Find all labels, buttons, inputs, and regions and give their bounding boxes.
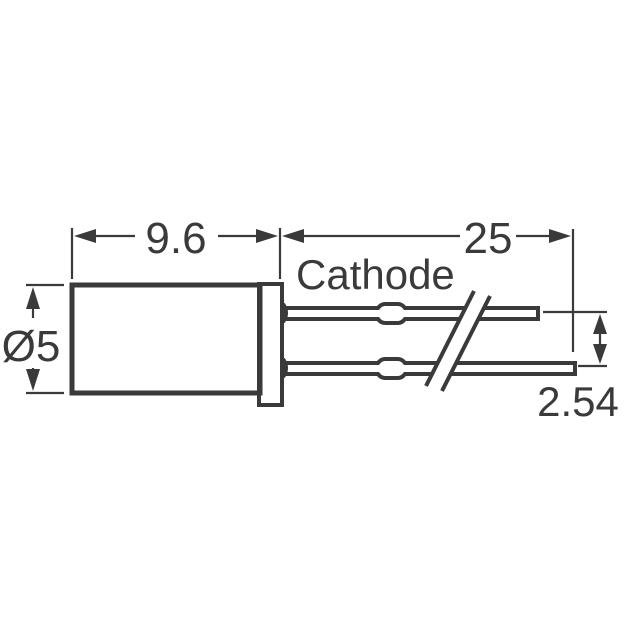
dimension-lead-length: 25 bbox=[282, 214, 575, 352]
body-length-label: 9.6 bbox=[145, 214, 206, 263]
dimension-body-length: 9.6 bbox=[70, 214, 282, 279]
body-flange bbox=[257, 282, 284, 407]
lead-length-label: 25 bbox=[464, 214, 513, 263]
dimension-body-diameter: Ø5 bbox=[2, 283, 64, 395]
anode-lead bbox=[286, 357, 577, 380]
dimension-lead-spacing: 2.54 bbox=[537, 310, 619, 425]
diameter-label: Ø5 bbox=[2, 322, 61, 371]
break-symbol bbox=[424, 290, 492, 392]
lead-seal-top bbox=[281, 302, 288, 324]
cathode-lead bbox=[286, 302, 540, 325]
body-cylinder bbox=[69, 282, 263, 396]
lead-seal-bottom bbox=[281, 357, 288, 379]
leads bbox=[286, 302, 577, 380]
component-body bbox=[69, 282, 288, 407]
cathode-label: Cathode bbox=[296, 251, 455, 298]
lead-spacing-label: 2.54 bbox=[537, 378, 619, 425]
